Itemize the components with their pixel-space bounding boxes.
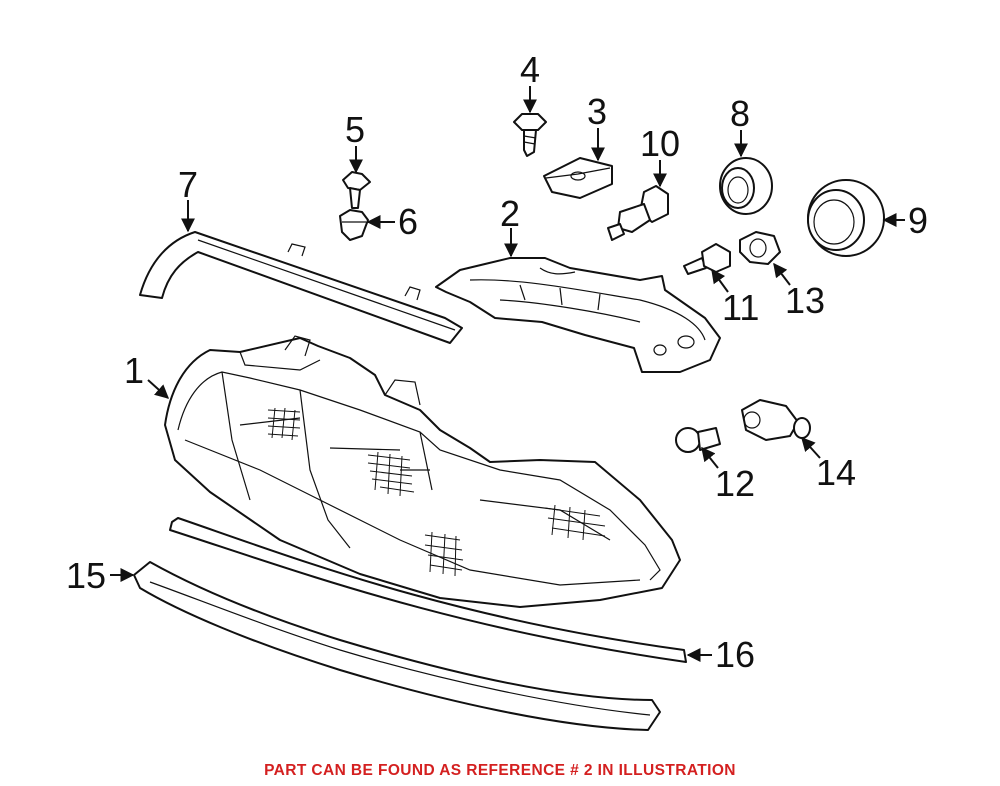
callout-5: 5 bbox=[345, 109, 365, 150]
callout-2: 2 bbox=[500, 193, 520, 234]
callout-11: 11 bbox=[722, 287, 759, 328]
leader-11 bbox=[711, 268, 729, 293]
leader-14 bbox=[801, 436, 821, 459]
part-11-bulb bbox=[683, 243, 731, 275]
part-5-screw bbox=[342, 171, 371, 209]
callout-numbers: 1 2 3 4 5 6 7 8 9 10 11 12 13 14 15 16 bbox=[66, 49, 928, 675]
leader-13 bbox=[773, 262, 791, 286]
reference-note: PART CAN BE FOUND AS REFERENCE # 2 IN IL… bbox=[264, 762, 736, 779]
callout-15: 15 bbox=[66, 555, 106, 596]
part-2-bracket bbox=[435, 257, 721, 373]
leader-1 bbox=[147, 379, 170, 399]
part-6-grommet bbox=[339, 209, 369, 241]
part-10-socket bbox=[607, 185, 669, 241]
callout-10: 10 bbox=[640, 123, 680, 164]
part-1-headlight-housing bbox=[164, 335, 681, 608]
callout-13: 13 bbox=[785, 280, 825, 321]
leader-lines bbox=[110, 86, 905, 662]
leader-12 bbox=[701, 446, 719, 469]
part-14-socket bbox=[741, 399, 811, 441]
callout-6: 6 bbox=[398, 201, 418, 242]
part-13-socket bbox=[739, 231, 781, 265]
part-12-bulb bbox=[675, 427, 721, 453]
part-9-cover bbox=[807, 179, 885, 257]
part-8-cap bbox=[719, 157, 773, 215]
part-7-trim-strip bbox=[139, 231, 463, 344]
callout-9: 9 bbox=[908, 200, 928, 241]
callout-4: 4 bbox=[520, 49, 540, 90]
part-15-lower-trim bbox=[133, 561, 661, 731]
callout-14: 14 bbox=[816, 452, 856, 493]
callout-16: 16 bbox=[715, 634, 755, 675]
part-4-bolt bbox=[513, 113, 547, 157]
callout-3: 3 bbox=[587, 91, 607, 132]
callout-8: 8 bbox=[730, 93, 750, 134]
part-16-seal bbox=[169, 517, 687, 663]
callout-1: 1 bbox=[124, 350, 144, 391]
callout-12: 12 bbox=[715, 463, 755, 504]
callout-7: 7 bbox=[178, 164, 198, 205]
part-3-clip bbox=[543, 157, 613, 199]
